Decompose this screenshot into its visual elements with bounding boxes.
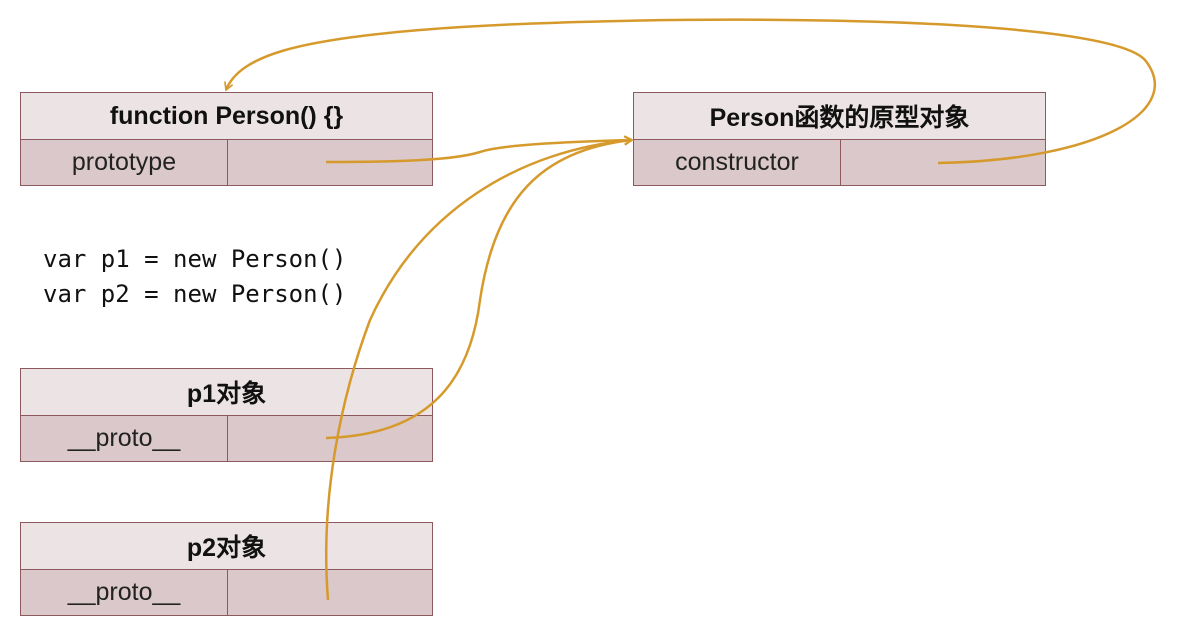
person-prototype-box: Person函数的原型对象 constructor (633, 92, 1046, 186)
p2-object-title: p2对象 (21, 523, 432, 570)
p1-object-box: p1对象 __proto__ (20, 368, 433, 462)
p2-object-box: p2对象 __proto__ (20, 522, 433, 616)
person-function-box: function Person() {} prototype (20, 92, 433, 186)
person-function-field-row: prototype (21, 140, 432, 185)
p1-field-row: __proto__ (21, 416, 432, 461)
p2-field-row: __proto__ (21, 570, 432, 615)
person-function-title: function Person() {} (21, 93, 432, 140)
p1-object-title: p1对象 (21, 369, 432, 416)
p1-proto-label: __proto__ (21, 416, 228, 461)
code-line-2: var p2 = new Person() (43, 280, 347, 308)
prototype-value-cell (228, 140, 432, 185)
prototype-label: prototype (21, 140, 228, 185)
p2-proto-label: __proto__ (21, 570, 228, 615)
p1-proto-value-cell (228, 416, 432, 461)
constructor-value-cell (841, 140, 1045, 185)
person-prototype-field-row: constructor (634, 140, 1045, 185)
person-prototype-title: Person函数的原型对象 (634, 93, 1045, 140)
p2-proto-value-cell (228, 570, 432, 615)
constructor-label: constructor (634, 140, 841, 185)
code-line-1: var p1 = new Person() (43, 245, 347, 273)
